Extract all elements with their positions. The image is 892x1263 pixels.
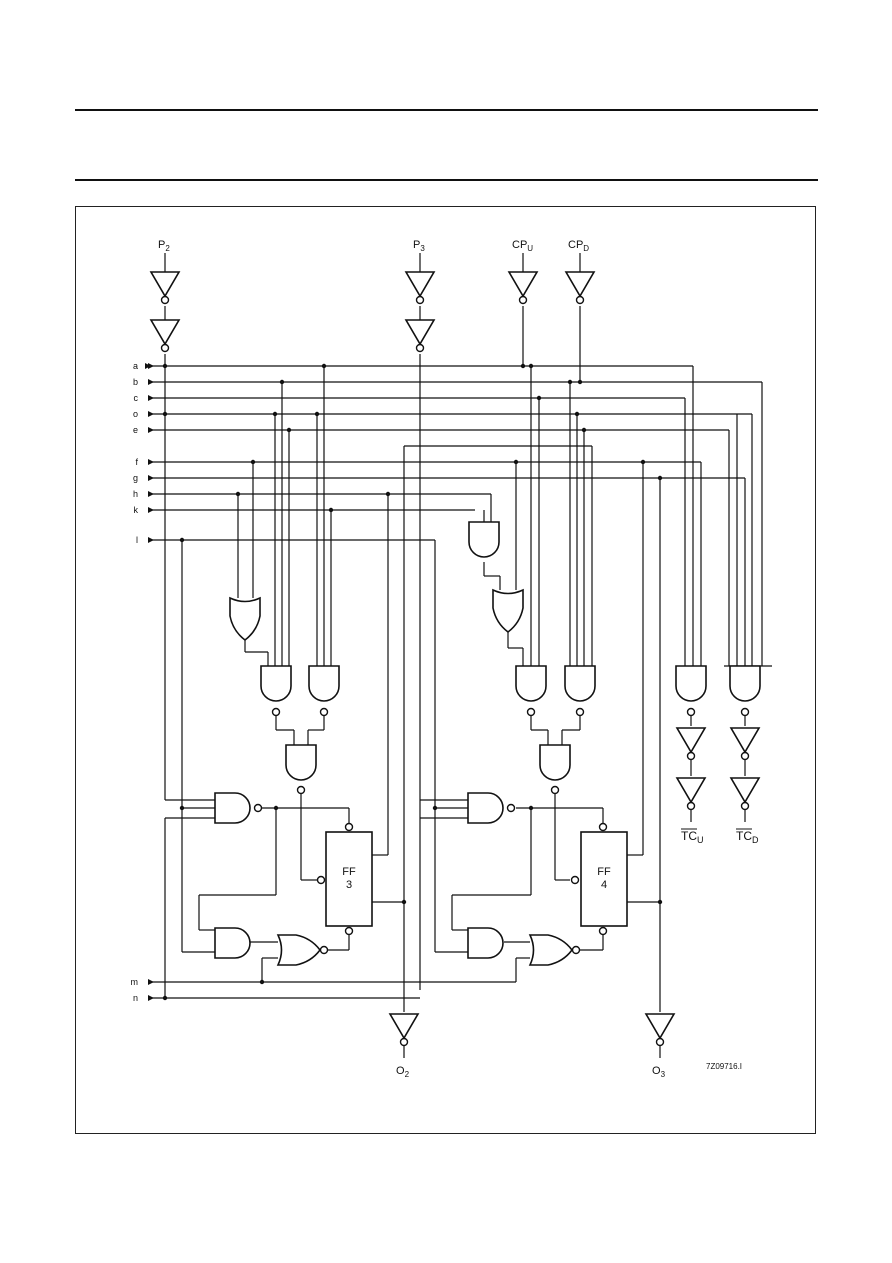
p3-input-buffer-2 (405, 319, 435, 353)
cpd-input-buffer (565, 271, 595, 305)
flipflop-ff3: FF 3 (316, 822, 373, 936)
p2-label: P2 (158, 239, 170, 253)
bus-label-h: h (133, 489, 138, 499)
tcd-output-buffer-2 (730, 777, 760, 811)
right-lower-and-gate (467, 927, 504, 959)
bus-labels: a b c o e f g h k l m n (131, 361, 139, 1003)
right-and-gate-2 (564, 665, 596, 702)
right-and-gate-1 (515, 665, 547, 702)
left-nor-gate-bubble (319, 945, 329, 955)
svg-text:TCU: TCU (681, 829, 704, 845)
bus-label-n: n (133, 993, 138, 1003)
left-and-gate-1 (260, 665, 292, 702)
tcu-and-gate (675, 665, 707, 702)
left-combine-gate-bubble (296, 785, 306, 795)
bus-label-c: c (134, 393, 139, 403)
right-nor-gate-bubble (571, 945, 581, 955)
right-combine-gate-bubble (550, 785, 560, 795)
ff3-number: 3 (346, 879, 352, 891)
o3-output-buffer (645, 1013, 675, 1047)
o2-output-buffer (389, 1013, 419, 1047)
right-and-gate-1-bubble (526, 707, 536, 717)
ff4-name: FF (597, 866, 611, 878)
tcd-output-buffer-1 (730, 727, 760, 761)
ff4-number: 4 (601, 879, 607, 891)
diagram-frame (75, 206, 816, 1134)
left-nor-gate (277, 934, 321, 966)
left-and-gate-2 (308, 665, 340, 702)
left-lower-and-gate (214, 927, 251, 959)
bus-label-a: a (133, 361, 138, 371)
bus-arrows (148, 363, 154, 1001)
junction-dots (162, 363, 663, 1001)
right-or-gate (492, 589, 524, 633)
tcu-and-gate-bubble (686, 707, 696, 717)
left-nand-gate-bubble (253, 803, 263, 813)
bus-label-m: m (131, 977, 139, 987)
tcd-and-gate (729, 665, 761, 702)
left-nand-gate (214, 792, 251, 824)
tcu-output-buffer-2 (676, 777, 706, 811)
cpu-input-buffer (508, 271, 538, 305)
p3-input-buffer-1 (405, 271, 435, 305)
bus-label-k: k (134, 505, 139, 515)
right-nor-gate (529, 934, 573, 966)
p2-input-buffer-1 (150, 271, 180, 305)
tcu-output-buffer-1 (676, 727, 706, 761)
left-or-gate (229, 597, 261, 641)
bus-label-f: f (135, 457, 138, 467)
tcu-label: TCU (681, 828, 704, 845)
right-and-gate-2-bubble (575, 707, 585, 717)
header-rule-bottom (75, 179, 818, 181)
right-upper-and-gate (468, 521, 500, 558)
left-and-gate-1-bubble (271, 707, 281, 717)
p3-label: P3 (413, 239, 425, 253)
flipflop-ff4: FF 4 (570, 822, 628, 936)
bus-label-b: b (133, 377, 138, 387)
right-combine-gate (539, 744, 571, 781)
cpu-label: CPU (512, 239, 533, 253)
left-and-gate-2-bubble (319, 707, 329, 717)
bus-label-e: e (133, 425, 138, 435)
right-nand-gate-bubble (506, 803, 516, 813)
cpd-label: CPD (568, 239, 589, 253)
header-rule-top (75, 109, 818, 111)
figure-code: 7Z09716.I (706, 1062, 742, 1071)
o2-label: O2 (396, 1065, 410, 1079)
right-nand-gate (467, 792, 504, 824)
tcd-and-gate-bubble (740, 707, 750, 717)
bus-label-g: g (133, 473, 138, 483)
tcd-label: TCD (736, 828, 759, 845)
o3-label: O3 (652, 1065, 666, 1079)
bus-label-o: o (133, 409, 138, 419)
bus-label-l: l (136, 535, 138, 545)
left-combine-gate (285, 744, 317, 781)
svg-text:TCD: TCD (736, 829, 759, 845)
ff3-name: FF (342, 866, 356, 878)
p2-input-buffer-2 (150, 319, 180, 353)
